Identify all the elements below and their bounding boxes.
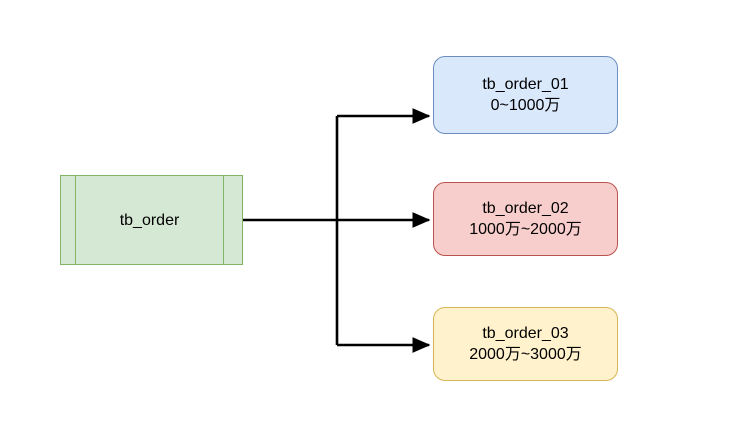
source-table-label: tb_order bbox=[119, 211, 180, 229]
shard-node-tb-order-03[interactable]: tb_order_03 2000万~3000万 bbox=[433, 307, 618, 381]
table-body-pane: tb_order bbox=[76, 176, 223, 264]
shard-name-label: tb_order_01 bbox=[482, 76, 569, 93]
source-table-node[interactable]: tb_order bbox=[60, 175, 243, 265]
table-right-pane bbox=[223, 176, 242, 264]
shard-node-tb-order-01[interactable]: tb_order_01 0~1000万 bbox=[433, 56, 618, 134]
shard-name-label: tb_order_03 bbox=[482, 325, 569, 342]
table-left-pane bbox=[61, 176, 76, 264]
shard-range-label: 0~1000万 bbox=[490, 97, 561, 114]
shard-node-tb-order-02[interactable]: tb_order_02 1000万~2000万 bbox=[433, 182, 618, 256]
shard-name-label: tb_order_02 bbox=[482, 200, 569, 217]
shard-range-label: 2000万~3000万 bbox=[469, 346, 582, 363]
shard-range-label: 1000万~2000万 bbox=[469, 221, 582, 238]
